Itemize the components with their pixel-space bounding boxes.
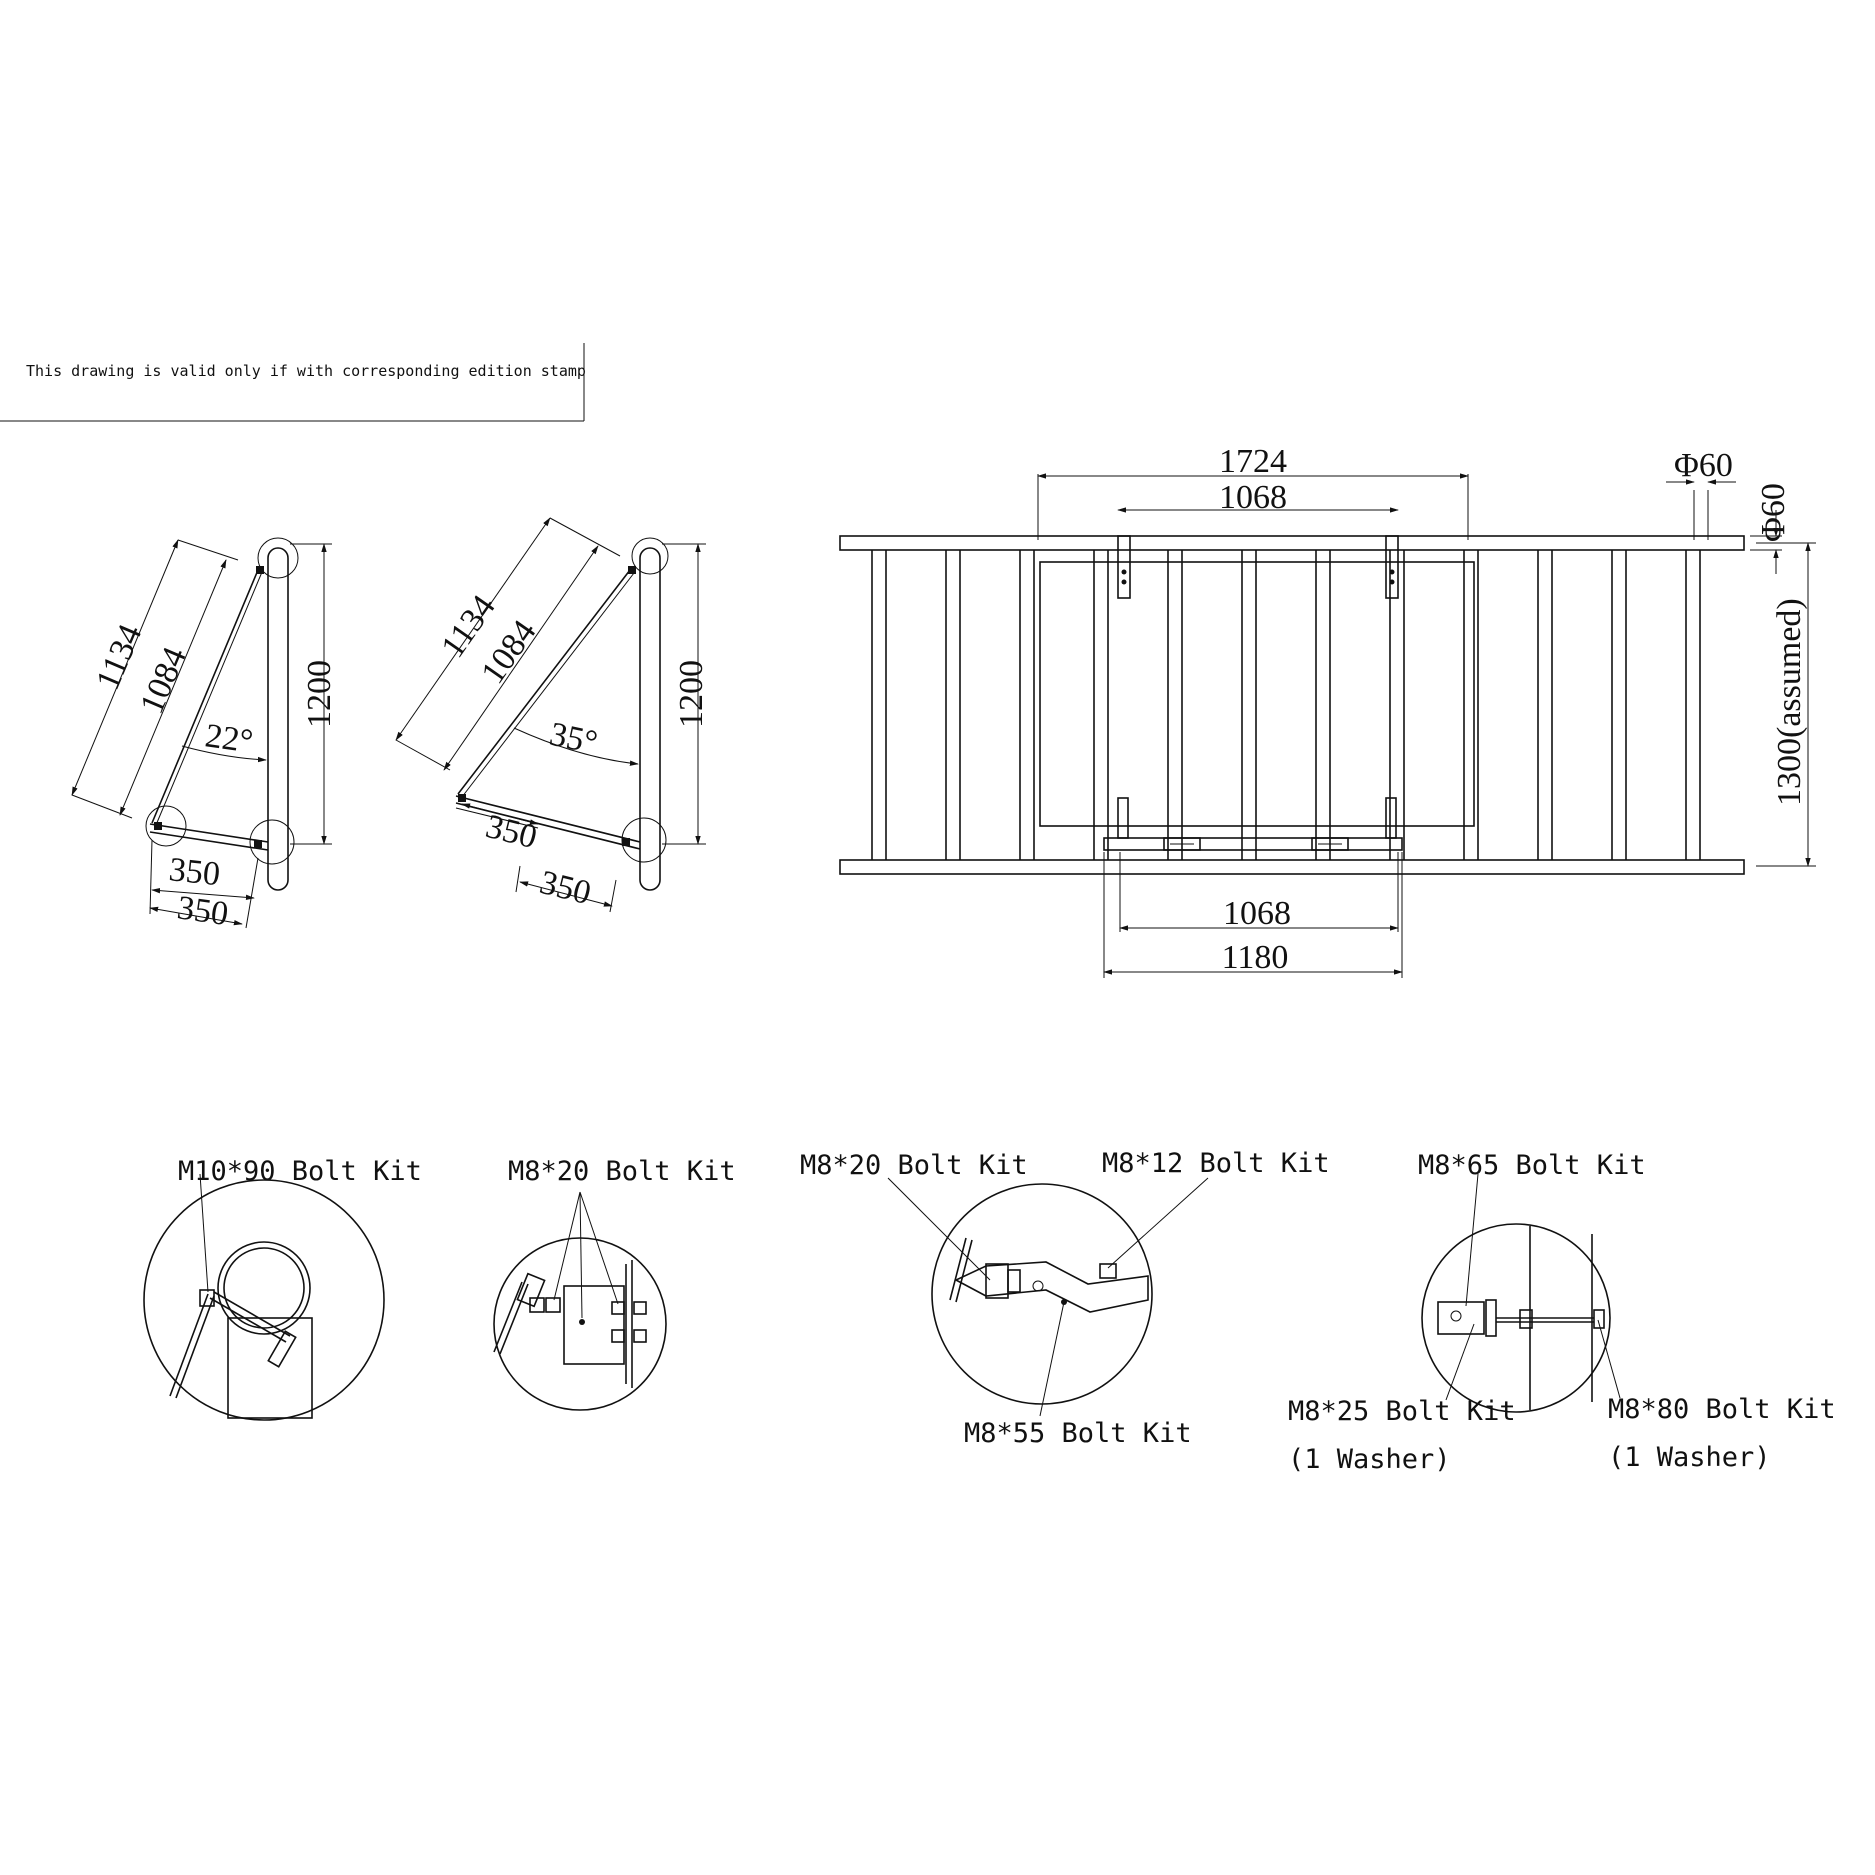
top-rail — [839, 535, 1745, 551]
detail-bracket-joint: M8*20 Bolt Kit M8*12 Bolt Kit M8*55 Bolt… — [800, 1148, 1330, 1449]
detail-label: M8*65 Bolt Kit — [1418, 1150, 1646, 1181]
post-top-detail-circle — [631, 537, 669, 575]
leader-line — [579, 1191, 583, 1319]
bracket-detail-circle-right — [249, 819, 295, 865]
dimension-tube-diameter-vertical: Φ60 — [1755, 483, 1792, 542]
detail-m8-20-bolt: M8*20 Bolt Kit — [493, 1156, 736, 1411]
leader-line — [579, 1191, 619, 1305]
leader-line — [1465, 1173, 1479, 1307]
validity-note-box: This drawing is valid only if with corre… — [0, 343, 586, 422]
validity-note-text: This drawing is valid only if with corre… — [26, 362, 586, 380]
post-cap-section — [217, 1241, 311, 1335]
dimension-base-upper: 350 — [167, 851, 222, 893]
detail-circle — [143, 1179, 385, 1421]
dimension-base-lower: 350 — [175, 889, 231, 933]
leader-line — [1039, 1301, 1065, 1417]
bracket-section — [954, 1261, 1149, 1313]
clamp-body — [1437, 1301, 1485, 1335]
vertical-post — [267, 547, 289, 891]
leader-line — [1107, 1177, 1209, 1269]
detail-label: M8*12 Bolt Kit — [1102, 1148, 1330, 1179]
detail-label: M10*90 Bolt Kit — [178, 1156, 422, 1187]
detail-circle — [931, 1183, 1153, 1405]
detail-m10-90-bolt: M10*90 Bolt Kit — [143, 1156, 422, 1421]
lower-tab-right — [1385, 797, 1397, 839]
detail-post-fixing: M8*65 Bolt Kit M8*25 Bolt Kit (1 Washer)… — [1288, 1150, 1836, 1475]
solar-panel — [1039, 561, 1475, 827]
leader-line — [1597, 1319, 1621, 1399]
dimension-base-lower: 350 — [536, 864, 594, 912]
dimension-height: 1200 — [301, 660, 338, 728]
front-view: 1724 1068 Φ60 Φ60 1300(assumed) 1068 118… — [839, 443, 1816, 978]
vertical-bars — [871, 550, 1701, 860]
side-view-35-degree: 1134 1084 35° 1200 350 350 — [395, 517, 710, 912]
leader-line — [199, 1173, 209, 1293]
dimension-angle: 22° — [203, 717, 255, 760]
post-top-detail-circle — [257, 537, 299, 579]
leader-line — [1445, 1323, 1475, 1401]
dimension-height: 1200 — [673, 660, 710, 728]
detail-circle — [493, 1237, 667, 1411]
dimension-tube-diameter-horizontal: Φ60 — [1674, 447, 1733, 484]
leader-line — [553, 1191, 581, 1301]
bottom-bracket-bar — [1103, 837, 1403, 851]
dimension-arm-outer: 1134 — [89, 619, 149, 695]
dimension-arm-inner: 1084 — [133, 642, 194, 719]
top-clamp-left — [1117, 535, 1131, 599]
leader-line — [887, 1177, 991, 1281]
side-view-22-degree: 1134 1084 22° 1200 350 350 — [71, 537, 338, 933]
dimension-inner-width-bottom: 1068 — [1223, 895, 1291, 932]
detail-label: M8*80 Bolt Kit — [1608, 1394, 1836, 1425]
detail-label: (1 Washer) — [1288, 1444, 1451, 1475]
dimension-bracket-width: 1180 — [1222, 939, 1289, 976]
detail-label: M8*20 Bolt Kit — [800, 1150, 1028, 1181]
dimension-overall-width: 1724 — [1219, 443, 1287, 480]
dimension-inner-width-top: 1068 — [1219, 479, 1287, 516]
dimension-height: 1300(assumed) — [1771, 598, 1808, 806]
post-section — [227, 1317, 313, 1419]
detail-label: M8*25 Bolt Kit — [1288, 1396, 1516, 1427]
bottom-bracket — [149, 823, 269, 843]
detail-label: (1 Washer) — [1608, 1442, 1771, 1473]
bottom-rail — [839, 859, 1745, 875]
dimension-angle: 35° — [546, 716, 600, 762]
detail-label: M8*55 Bolt Kit — [964, 1418, 1192, 1449]
top-clamp-right — [1385, 535, 1399, 599]
vertical-post — [639, 547, 661, 891]
lower-tab-left — [1117, 797, 1129, 839]
detail-label: M8*20 Bolt Kit — [508, 1156, 736, 1187]
detail-circle — [1421, 1223, 1611, 1413]
clamp-plate — [563, 1285, 625, 1365]
